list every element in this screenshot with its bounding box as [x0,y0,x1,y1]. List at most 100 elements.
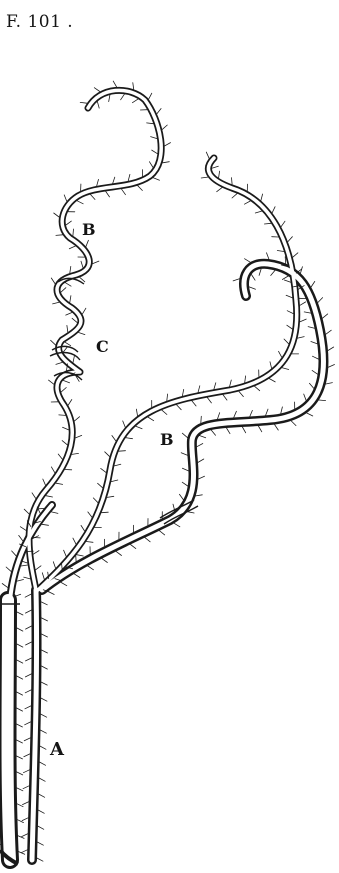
bristle [2,584,7,588]
bristle [56,362,62,364]
bristle [88,512,92,517]
bristle [41,602,47,605]
bristle [163,162,170,163]
bristle [17,580,24,582]
bristle [102,559,108,563]
bristle [285,257,286,264]
bristle [19,535,23,540]
bristle [239,392,243,397]
bristle [66,221,71,225]
bristle [182,389,183,396]
bristle [73,356,74,363]
bristle [232,178,233,185]
bristle [230,380,232,387]
bristle [177,405,182,410]
bristle [86,240,89,246]
bristle [42,573,44,579]
bristle [219,171,220,178]
bristle [217,188,222,192]
bristle [17,788,23,791]
bristle [41,618,47,621]
bristle [58,454,62,459]
bristle [232,194,237,198]
bristle [17,676,23,679]
bristle [6,567,11,571]
bristle [151,137,157,139]
bristle [201,416,202,423]
label-b-upper: B [82,222,96,238]
bristle [159,531,164,535]
bristle [17,756,23,759]
bristle [323,314,328,318]
bristle [22,834,28,837]
bristle [17,708,23,711]
bristle [245,259,251,263]
bristle [86,542,93,543]
bristle [105,452,110,457]
bristle [304,394,306,400]
bristle [148,417,154,421]
bristle [76,435,82,438]
bristle [328,365,334,368]
bristle [326,330,331,334]
bristle [51,340,56,345]
bristle [214,383,216,389]
bristle [128,174,130,181]
bristle [93,498,98,503]
bristle [279,351,282,357]
bristle [24,509,29,514]
bristle [38,810,44,813]
bristle [93,261,99,264]
bristle [271,270,275,275]
bristle [165,143,171,146]
bristle [149,162,153,168]
bristle [61,288,66,293]
bristle [258,426,261,432]
bristle [23,770,29,773]
bristle [80,102,87,103]
bristle [70,266,71,273]
bristle [113,81,116,87]
bristle [62,441,67,445]
bristle [198,386,200,392]
bristle [41,698,47,701]
bristle [212,166,218,168]
bristle [153,178,159,180]
bristle [282,276,288,280]
bristle [56,483,63,484]
bristle [275,425,279,431]
bristle [23,786,29,789]
bristle [64,550,67,556]
bristle [61,388,66,392]
bristle [255,386,260,390]
bristle [97,102,99,108]
bristle [255,211,261,213]
bristle [181,453,187,456]
bristle [25,674,31,677]
bristle [277,251,284,252]
bristle [48,592,54,595]
bristle [311,342,317,344]
bristle [25,722,31,725]
bristle [157,109,161,114]
bristle [64,195,67,201]
bristle [167,394,168,401]
bristle [318,298,323,303]
bristle [23,802,29,805]
bristle [21,850,27,853]
bristle [233,279,239,281]
bristle [312,356,318,359]
bristle [12,551,17,556]
bristle [17,692,23,695]
bristle [136,426,142,428]
bristle [17,660,23,663]
bristle [234,411,237,417]
bristle [67,325,68,332]
bristle [41,730,47,733]
bristle [311,281,315,287]
bristle [284,339,289,344]
bristle [81,261,83,267]
bristle [17,804,23,807]
bristle [51,512,58,514]
bristle [192,401,196,406]
